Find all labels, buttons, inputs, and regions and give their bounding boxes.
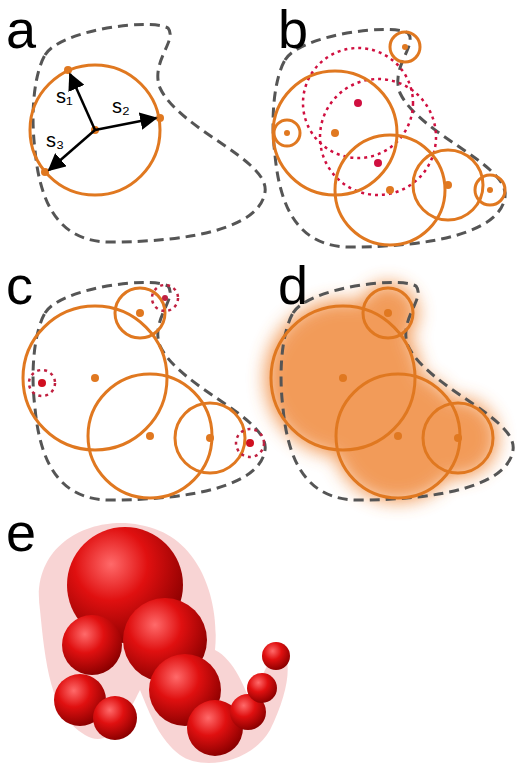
panel-letter: b [278, 2, 308, 56]
panel-letter: d [278, 258, 308, 312]
panel-c-art [23, 282, 265, 500]
panel-b-art [273, 29, 505, 247]
radius-label: s₃ [46, 130, 64, 150]
radius-label: s₂ [112, 96, 130, 116]
panel-d-art [265, 282, 513, 502]
panel-letter: c [6, 258, 33, 312]
panel-letter: e [6, 505, 36, 559]
panel-letter: a [6, 2, 36, 56]
radius-label: s₁ [56, 86, 73, 106]
panel-e-art [39, 523, 290, 763]
panel-a-art [30, 24, 265, 242]
